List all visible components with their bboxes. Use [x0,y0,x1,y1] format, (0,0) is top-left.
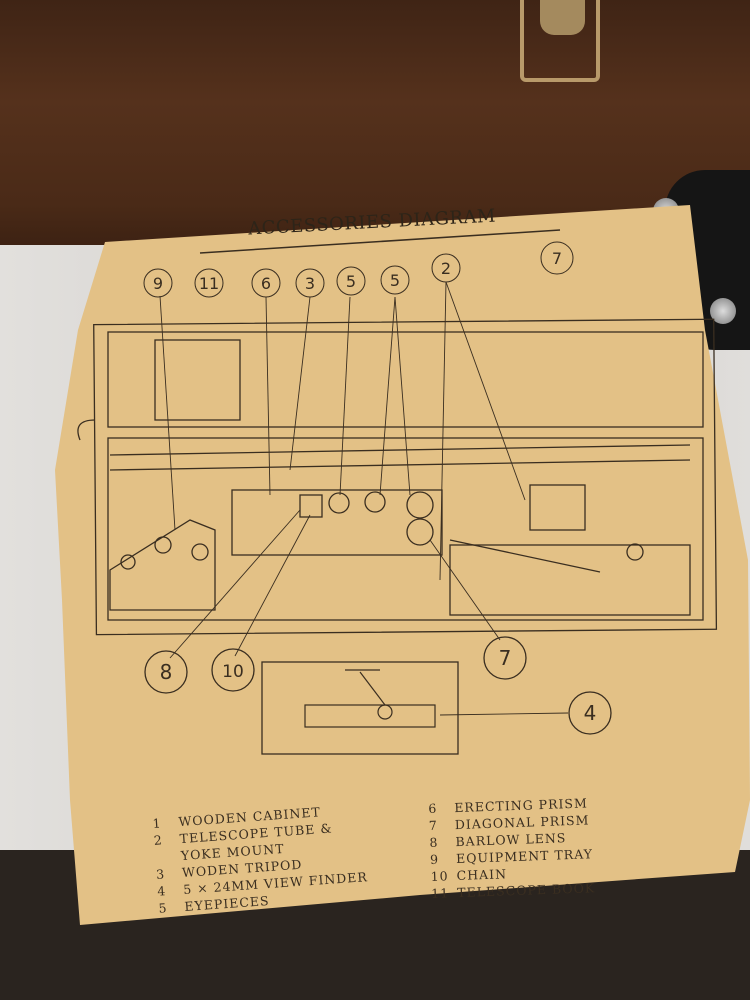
legend-num: 3 [155,866,166,882]
callout-8: 8 [144,650,188,694]
callout-label: 7 [552,249,562,268]
legend-num: 1 [152,815,163,831]
legend-num: 4 [156,883,167,899]
latch-plate [540,0,585,35]
callout-label: 8 [160,660,173,684]
legend-num: 9 [429,851,440,867]
callout-7-bottom: 7 [483,636,527,680]
case-latch [520,0,600,82]
viewfinder-drawing [304,669,436,728]
callout-label: 9 [153,274,163,293]
legend-num: 11 [431,885,450,901]
legend-text: CHAIN [456,866,508,884]
cabinet-drawing [77,318,718,636]
callouts-top: 9 11 6 3 5 5 2 7 [143,241,574,298]
callout-label: 2 [441,259,451,278]
callouts-bottom: 8 10 7 4 [144,636,612,735]
viewfinder-box [261,661,459,755]
callout-6: 6 [251,268,281,298]
leader-lines [159,281,569,716]
callout-2: 2 [431,253,461,283]
legend-num: 10 [430,868,449,884]
callout-5a: 5 [336,266,366,296]
callout-3: 3 [295,268,325,298]
callout-label: 4 [584,701,597,725]
legend-num: 7 [428,817,439,833]
legend-num: 5 [157,900,168,916]
callout-4: 4 [568,691,612,735]
callout-label: 10 [222,662,244,682]
callout-label: 6 [261,274,271,293]
callout-11: 11 [194,268,224,298]
paper-sheet [55,205,750,925]
legend-num [155,860,181,862]
callout-5b: 5 [380,265,410,295]
callout-label: 3 [305,274,315,293]
legend-num: 8 [429,834,439,850]
callout-label: 7 [499,646,512,670]
callout-7-top: 7 [540,241,574,275]
callout-10: 10 [211,648,255,692]
legend-num: 6 [428,800,438,816]
callout-label: 5 [390,271,400,290]
callout-label: 5 [346,272,356,291]
title-underline [199,229,561,254]
legend-num: 2 [153,832,164,848]
callout-label: 11 [199,274,219,293]
callout-9: 9 [143,268,173,298]
